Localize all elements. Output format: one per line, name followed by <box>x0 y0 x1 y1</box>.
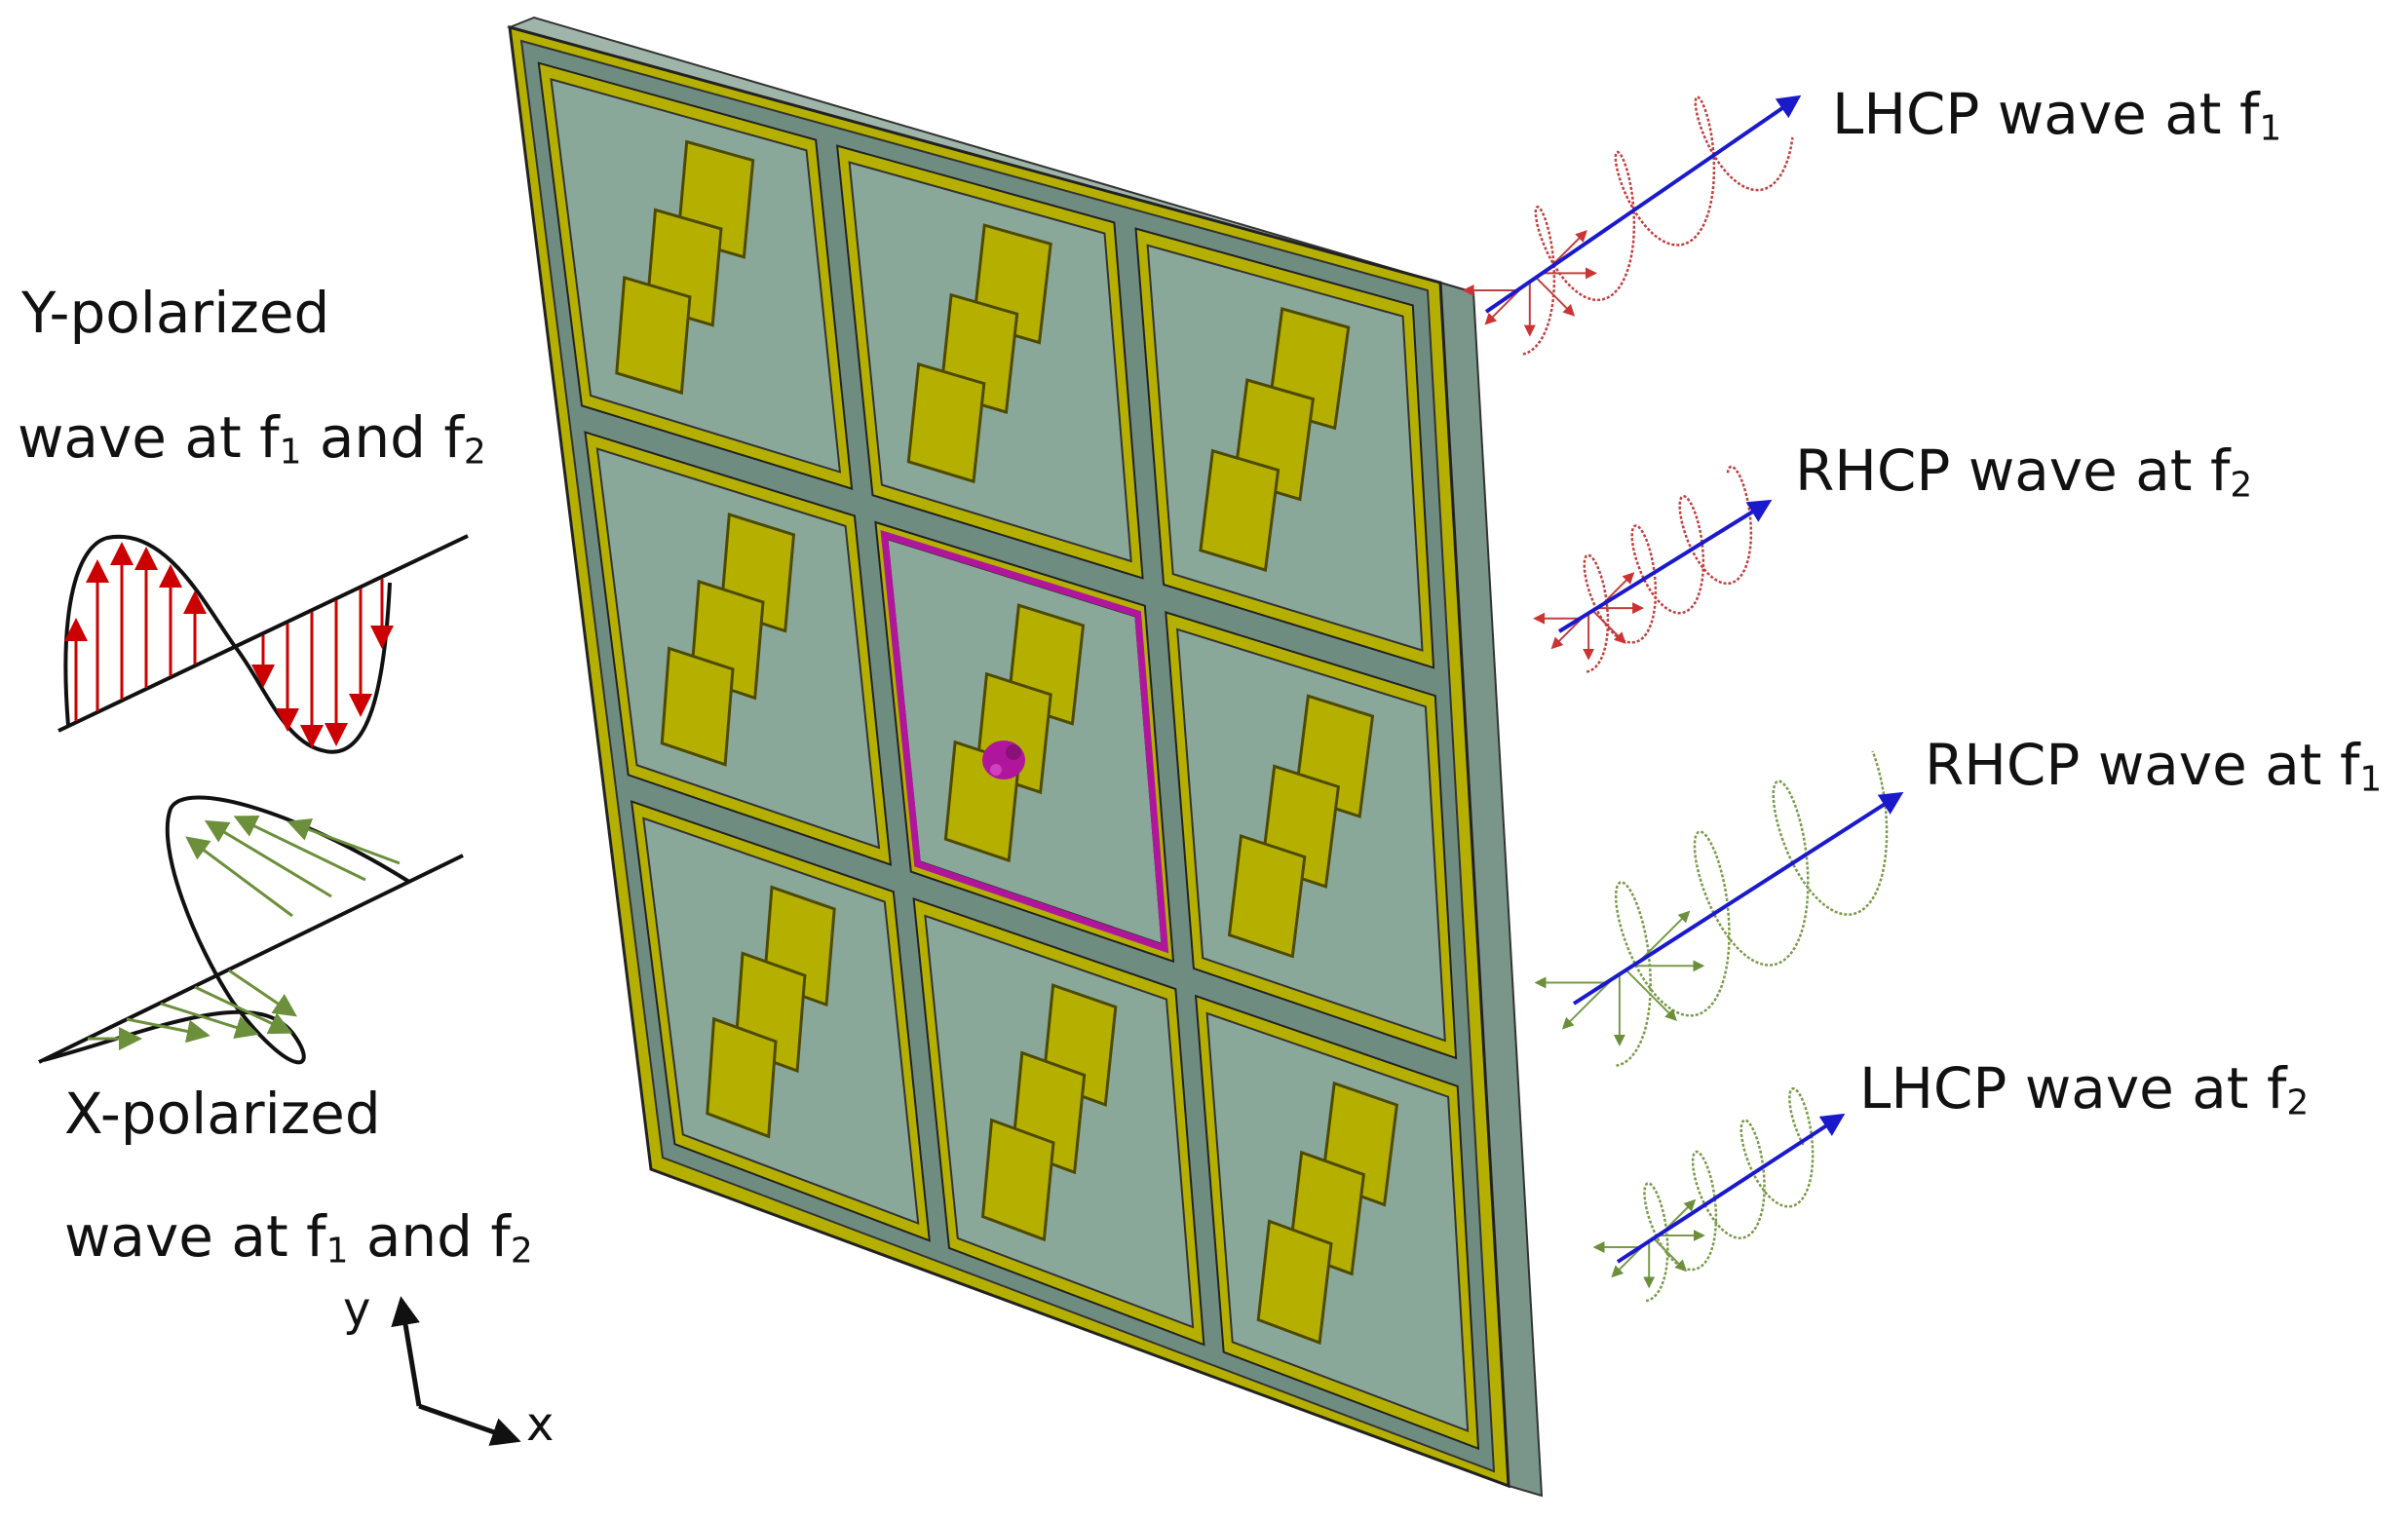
unit-cell-patch <box>706 1016 778 1139</box>
y-polarized-label-line1: Y-polarized <box>21 280 330 346</box>
rhcp-f1-label: RHCP wave at f1 <box>1925 732 2383 800</box>
rhcp-f2-wave <box>1533 465 1773 673</box>
unit-cell-patch <box>1256 1219 1333 1346</box>
unit-cell-patch <box>1227 834 1307 959</box>
output-waves <box>1462 95 1904 1303</box>
metasurface <box>506 16 1544 1498</box>
feed-point <box>982 741 1025 779</box>
x-polarized-wave <box>38 795 464 1065</box>
propagation-arrow <box>1572 791 1904 1006</box>
x-polarized-label-line1: X-polarized <box>64 1081 381 1147</box>
propagation-arrow <box>1557 499 1773 633</box>
helix-curve <box>1614 750 1889 1068</box>
field-vector <box>1535 277 1576 317</box>
lhcp-f1-wave <box>1462 95 1802 356</box>
center-cell-highlight <box>880 529 1169 954</box>
unit-cell-patch <box>1199 448 1280 572</box>
lhcp-f2-wave <box>1592 1087 1846 1303</box>
unit-cell-patch <box>615 275 692 396</box>
field-vector <box>1591 609 1626 644</box>
propagation-arrow <box>1616 1113 1846 1264</box>
field-vector <box>1561 977 1614 1030</box>
helix-curve <box>1583 465 1753 673</box>
rhcp-f2-label: RHCP wave at f2 <box>1795 437 2253 506</box>
helix-curve <box>1643 1087 1815 1303</box>
lhcp-f1-label: LHCP wave at f1 <box>1832 81 2282 149</box>
y-axis-label: y <box>343 1282 371 1337</box>
field-vector <box>1624 969 1677 1021</box>
y-polarized-wave <box>57 534 469 754</box>
field-vector <box>1653 1237 1688 1273</box>
unit-cell-grid <box>537 61 1480 1451</box>
unit-cell-patch <box>660 646 735 767</box>
propagation-arrow <box>1484 95 1802 314</box>
lhcp-f2-label: LHCP wave at f2 <box>1859 1055 2310 1123</box>
field-vector <box>1638 910 1691 963</box>
x-polarized-label-line2: wave at f1 and f2 <box>64 1203 533 1272</box>
coordinate-axes <box>391 1296 521 1446</box>
x-axis-label: x <box>526 1397 554 1452</box>
y-polarized-label-line2: wave at f1 and f2 <box>18 404 486 473</box>
unit-cell-patch <box>906 361 986 484</box>
rhcp-f1-wave <box>1534 750 1904 1068</box>
helix-curve <box>1522 95 1794 356</box>
unit-cell-patch <box>980 1118 1055 1242</box>
